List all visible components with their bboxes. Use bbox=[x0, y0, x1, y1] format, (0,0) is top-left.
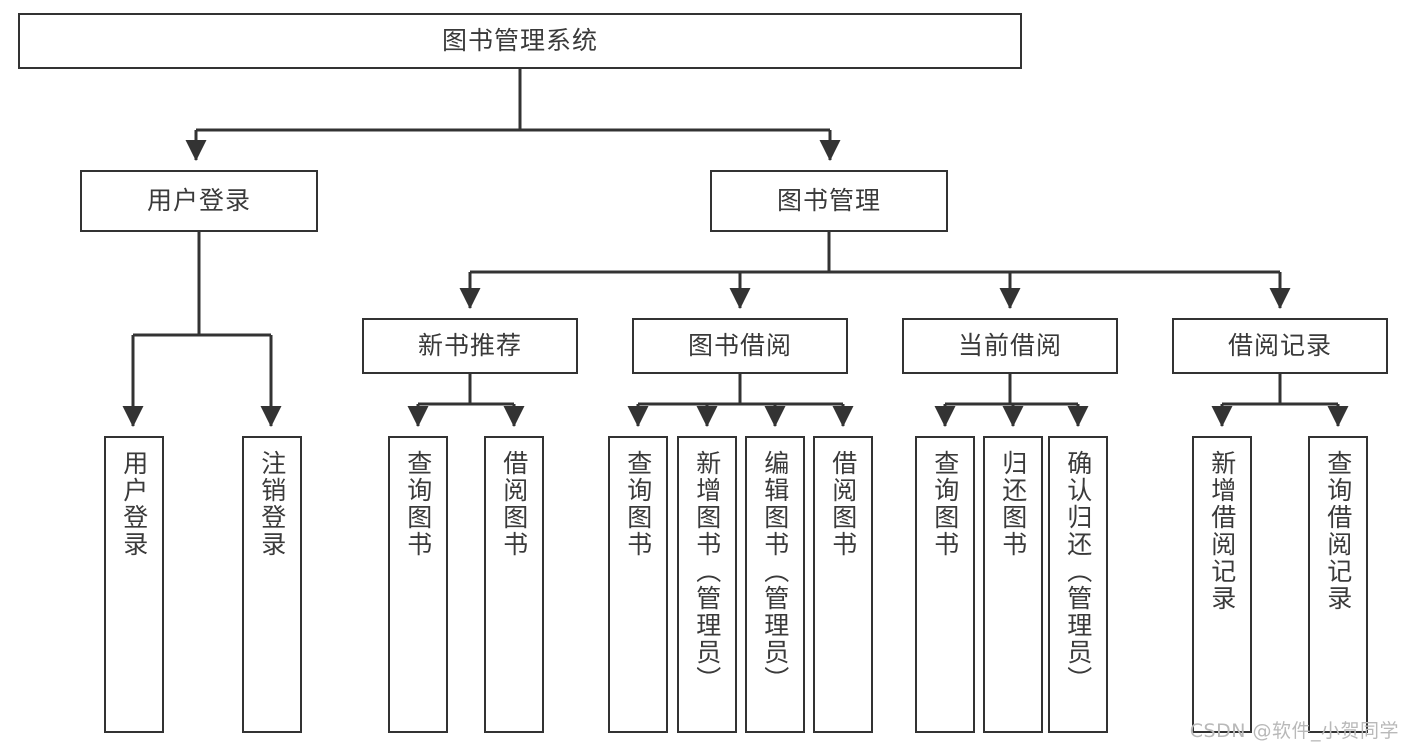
leaf-user-login[interactable]: 用户登录 bbox=[104, 436, 164, 733]
leaf-edit-book-admin[interactable]: 编辑图书（管理员） bbox=[745, 436, 805, 733]
leaf-query-book-recommend[interactable]: 查询图书 bbox=[388, 436, 448, 733]
node-user-login-label: 用户登录 bbox=[146, 185, 251, 215]
leaf-query-borrow-record[interactable]: 查询借阅记录 bbox=[1308, 436, 1368, 733]
leaf-return-book-label: 归还图书 bbox=[998, 450, 1028, 558]
node-root-label: 图书管理系统 bbox=[441, 25, 598, 55]
node-current-borrow[interactable]: 当前借阅 bbox=[902, 318, 1118, 374]
node-current-borrow-label: 当前借阅 bbox=[957, 330, 1062, 360]
leaf-confirm-return-admin[interactable]: 确认归还（管理员） bbox=[1048, 436, 1108, 733]
leaf-user-login-label: 用户登录 bbox=[119, 450, 149, 558]
leaf-add-book-admin[interactable]: 新增图书（管理员） bbox=[677, 436, 737, 733]
node-book-management[interactable]: 图书管理 bbox=[710, 170, 948, 232]
leaf-query-book-current-label: 查询图书 bbox=[930, 450, 960, 558]
leaf-borrow-book-recommend-label: 借阅图书 bbox=[499, 450, 529, 558]
node-borrow-record[interactable]: 借阅记录 bbox=[1172, 318, 1388, 374]
node-borrow-record-label: 借阅记录 bbox=[1227, 330, 1332, 360]
node-new-book-recommend-label: 新书推荐 bbox=[417, 330, 522, 360]
node-root[interactable]: 图书管理系统 bbox=[18, 13, 1022, 69]
node-book-borrow[interactable]: 图书借阅 bbox=[632, 318, 848, 374]
leaf-add-book-admin-label: 新增图书（管理员） bbox=[692, 450, 722, 693]
leaf-logout[interactable]: 注销登录 bbox=[242, 436, 302, 733]
leaf-query-book-borrow[interactable]: 查询图书 bbox=[608, 436, 668, 733]
leaf-borrow-book[interactable]: 借阅图书 bbox=[813, 436, 873, 733]
leaf-return-book[interactable]: 归还图书 bbox=[983, 436, 1043, 733]
node-book-management-label: 图书管理 bbox=[776, 185, 881, 215]
leaf-query-borrow-record-label: 查询借阅记录 bbox=[1323, 450, 1353, 612]
leaf-edit-book-admin-label: 编辑图书（管理员） bbox=[760, 450, 790, 693]
node-user-login[interactable]: 用户登录 bbox=[80, 170, 318, 232]
leaf-logout-label: 注销登录 bbox=[257, 450, 287, 558]
leaf-query-book-recommend-label: 查询图书 bbox=[403, 450, 433, 558]
leaf-add-borrow-record-label: 新增借阅记录 bbox=[1207, 450, 1237, 612]
leaf-confirm-return-admin-label: 确认归还（管理员） bbox=[1063, 450, 1093, 693]
leaf-query-book-current[interactable]: 查询图书 bbox=[915, 436, 975, 733]
node-book-borrow-label: 图书借阅 bbox=[687, 330, 792, 360]
leaf-query-book-borrow-label: 查询图书 bbox=[623, 450, 653, 558]
leaf-borrow-book-label: 借阅图书 bbox=[828, 450, 858, 558]
node-new-book-recommend[interactable]: 新书推荐 bbox=[362, 318, 578, 374]
leaf-borrow-book-recommend[interactable]: 借阅图书 bbox=[484, 436, 544, 733]
leaf-add-borrow-record[interactable]: 新增借阅记录 bbox=[1192, 436, 1252, 733]
